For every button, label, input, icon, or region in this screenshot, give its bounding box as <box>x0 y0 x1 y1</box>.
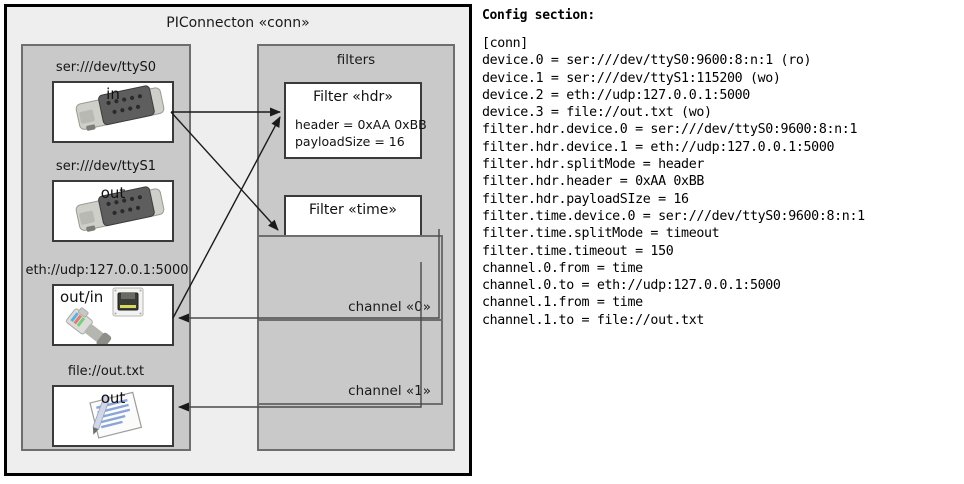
device-label-ttys0: ser:///dev/ttyS0 <box>55 60 157 75</box>
config-line: device.1 = ser:///dev/ttyS1:115200 (wo) <box>482 70 781 86</box>
channel-box-1: channel «1» <box>257 319 443 405</box>
device-card-ttys1[interactable]: out <box>52 180 174 242</box>
config-line: filter.hdr.device.1 = eth://udp:127.0.0.… <box>482 139 835 155</box>
channel-1-label: channel «1» <box>348 383 431 399</box>
config-line: filter.hdr.device.0 = ser:///dev/ttyS0:9… <box>482 122 858 138</box>
config-section: Config section: [conn] device.0 = ser:///… <box>482 8 960 476</box>
filter-hdr-attr-header: header = 0xAA 0xBB <box>295 117 427 132</box>
filters-group-title: filters <box>336 52 376 68</box>
config-line: channel.0.from = time <box>482 260 643 276</box>
channel-0-label: channel «0» <box>348 299 431 315</box>
device-label-ttys1: ser:///dev/ttyS1 <box>55 159 157 174</box>
filter-hdr-attr-payload: payloadSize = 16 <box>295 134 405 149</box>
config-line: device.0 = ser:///dev/ttyS0:9600:8:n:1 (… <box>482 53 812 69</box>
filter-card-hdr[interactable]: Filter «hdr» header = 0xAA 0xBB payloadS… <box>284 82 427 159</box>
ethernet-socket-icon <box>66 287 144 344</box>
filter-time-title: Filter «time» <box>309 202 397 218</box>
device-label-file: file://out.txt <box>67 364 145 379</box>
config-line: filter.hdr.header = 0xAA 0xBB <box>482 174 705 190</box>
channel-box-0: channel «0» <box>257 235 443 321</box>
config-line: channel.0.to = eth://udp:127.0.0.1:5000 <box>482 278 781 294</box>
device-card-ttys0[interactable]: in <box>52 81 174 143</box>
config-line: filter.time.device.0 = ser:///dev/ttyS0:… <box>482 208 865 224</box>
filter-hdr-title: Filter «hdr» <box>313 89 393 105</box>
serial-port-icon <box>75 186 165 232</box>
config-heading: Config section: <box>482 8 595 23</box>
config-line: filter.hdr.splitMode = header <box>482 157 705 173</box>
diagram-title: PIConnecton «conn» <box>166 15 310 31</box>
device-label-eth: eth://udp:127.0.0.1:5000 <box>25 263 189 278</box>
piconnection-diagram: PIConnecton «conn» ser:///dev/ttyS0 in <box>4 4 472 476</box>
config-line: device.2 = eth://udp:127.0.0.1:5000 <box>482 87 750 103</box>
config-line: filter.hdr.payloadSIze = 16 <box>482 191 689 207</box>
config-lines: [conn] device.0 = ser:///dev/ttyS0:9600:8… <box>482 35 960 329</box>
config-line: channel.1.to = file://out.txt <box>482 312 705 328</box>
config-line: filter.time.splitMode = timeout <box>482 226 720 242</box>
text-file-icon <box>89 391 143 439</box>
config-line: device.3 = file://out.txt (wo) <box>482 105 712 121</box>
serial-port-icon <box>75 85 165 131</box>
device-card-file[interactable]: out <box>52 385 174 447</box>
config-line: channel.1.from = time <box>482 295 643 311</box>
config-line: filter.time.timeout = 150 <box>482 243 674 259</box>
config-line: [conn] <box>482 36 528 51</box>
device-card-eth[interactable]: out/in <box>52 284 174 346</box>
